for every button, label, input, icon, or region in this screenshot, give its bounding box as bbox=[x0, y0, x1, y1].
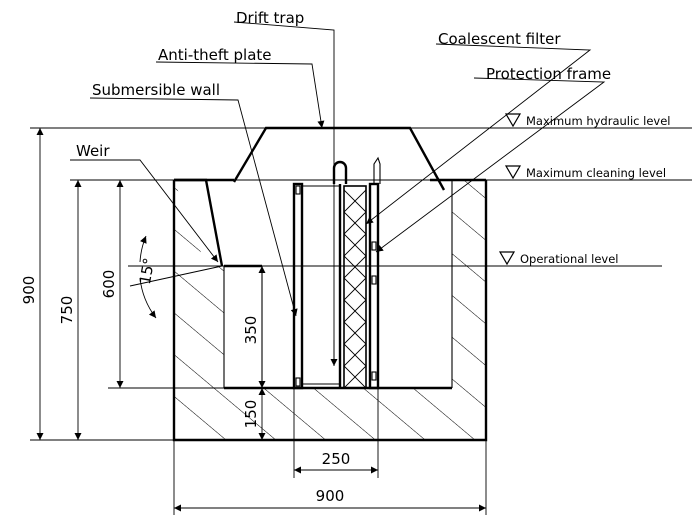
label-coalescent-filter: Coalescent filter bbox=[438, 30, 561, 48]
label-drift-trap: Drift trap bbox=[236, 9, 304, 27]
level-operational: Operational level bbox=[520, 252, 618, 266]
label-protection-frame: Protection frame bbox=[486, 65, 611, 83]
level-max-cleaning: Maximum cleaning level bbox=[526, 166, 666, 180]
level-triangle-icon bbox=[498, 251, 516, 266]
level-triangle-icon bbox=[504, 165, 522, 180]
left-wall bbox=[174, 180, 224, 388]
internal-chamber bbox=[292, 156, 381, 390]
leader-lines bbox=[70, 21, 606, 366]
dim-chamber-width: 250 bbox=[322, 450, 351, 468]
level-markers bbox=[498, 113, 522, 266]
level-lines bbox=[30, 127, 692, 267]
dim-total-height: 900 bbox=[20, 276, 38, 305]
base-slab bbox=[174, 388, 486, 440]
dim-total-width: 900 bbox=[316, 487, 345, 505]
level-triangle-icon bbox=[504, 113, 522, 128]
concrete-structure bbox=[172, 178, 488, 442]
label-submersible-wall: Submersible wall bbox=[92, 81, 220, 99]
level-max-hydraulic: Maximum hydraulic level bbox=[526, 114, 671, 128]
coalescent-filter-body bbox=[343, 185, 367, 389]
dim-base-thickness: 150 bbox=[242, 400, 260, 429]
anti-theft-plate-shape bbox=[232, 126, 446, 191]
dim-weir-height: 350 bbox=[242, 316, 260, 345]
label-weir: Weir bbox=[76, 142, 110, 160]
dim-water-depth: 600 bbox=[100, 270, 118, 299]
dim-weir-angle: 15° bbox=[136, 256, 158, 285]
right-wall bbox=[452, 180, 486, 388]
dim-wall-height: 750 bbox=[58, 296, 76, 325]
label-anti-theft-plate: Anti-theft plate bbox=[158, 46, 272, 64]
dimension-lines bbox=[30, 128, 487, 515]
